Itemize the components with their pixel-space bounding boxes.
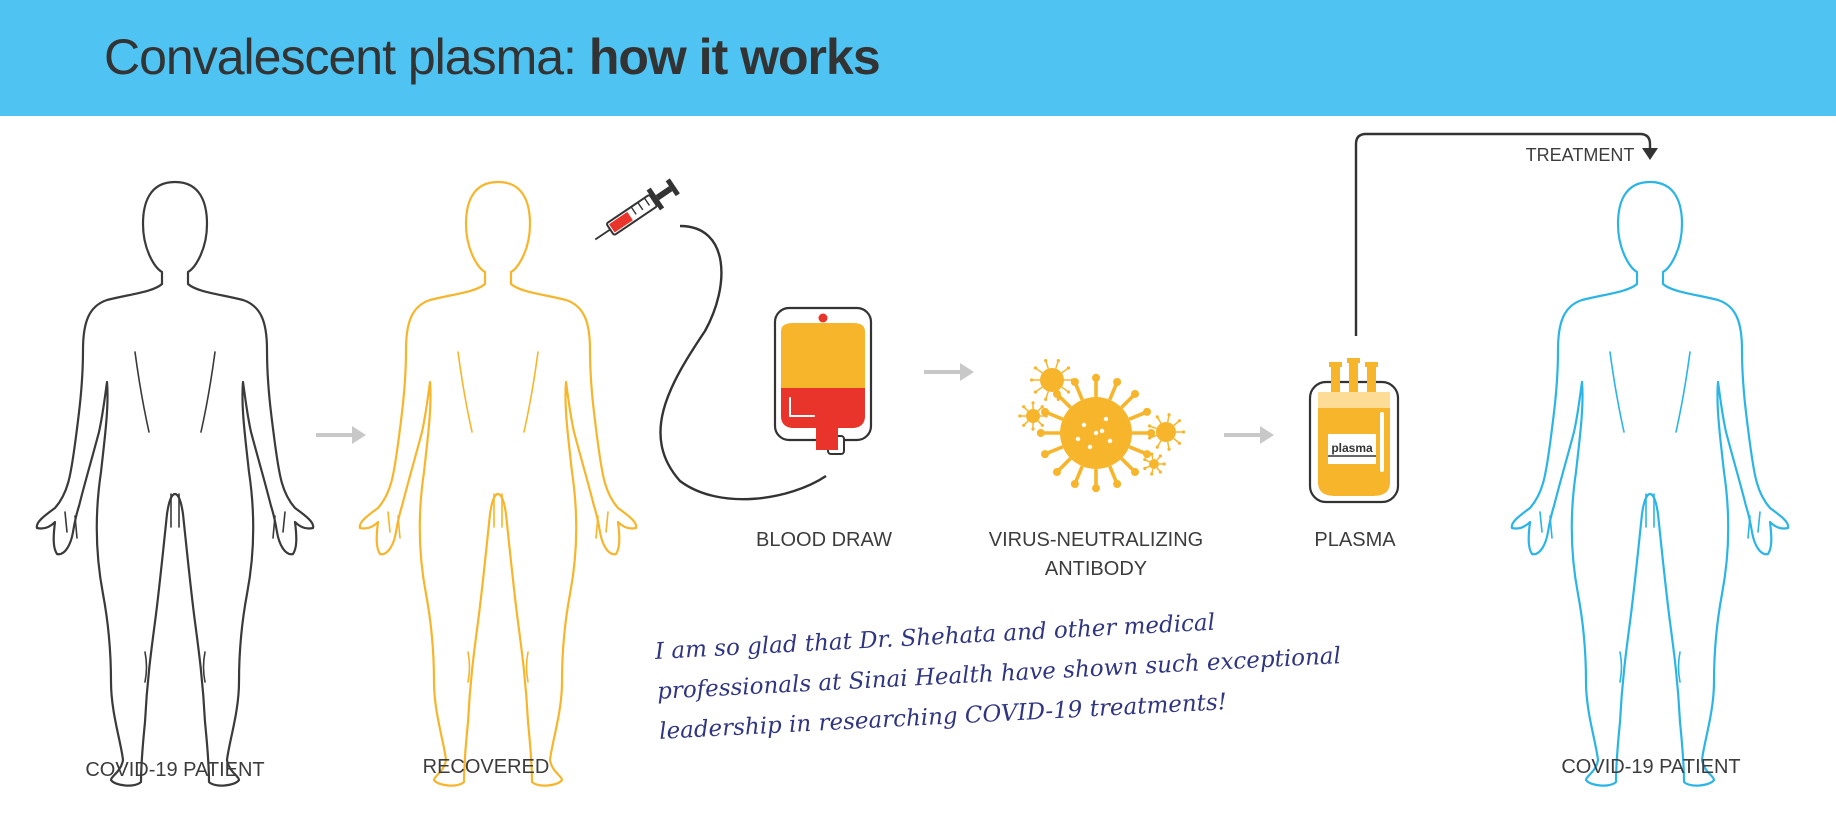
human-outline-icon <box>35 180 315 787</box>
label-blood-draw: BLOOD DRAW <box>756 529 892 551</box>
virus-body <box>1026 409 1040 423</box>
sick-patient-figure <box>35 180 315 787</box>
virus-spike-tip <box>1031 427 1035 431</box>
label-plasma: PLASMA <box>1314 529 1396 551</box>
plasma-bag-label: plasma <box>1331 441 1373 455</box>
virus-spike-tip <box>1018 414 1022 418</box>
page-title: Convalescent plasma: how it works <box>104 28 881 86</box>
title-light: Convalescent plasma: <box>104 29 589 85</box>
virus-spike-tip <box>1143 466 1147 471</box>
recovered-figure <box>358 180 638 787</box>
virus-spike-tip <box>1158 470 1162 474</box>
blood-tube <box>659 224 827 501</box>
title-banner: Convalescent plasma: how it works <box>0 0 1836 116</box>
virus-spike-tip <box>1147 436 1152 440</box>
virus-spike-tip <box>1181 430 1186 434</box>
virus-spike-tip <box>1155 415 1159 419</box>
virus-spike-tip <box>1056 358 1060 363</box>
virus-spike-tip <box>1022 423 1026 427</box>
title-bold: how it works <box>588 29 881 85</box>
treated-patient-figure <box>1510 180 1790 787</box>
virus-icon <box>1018 358 1186 493</box>
virus-spike-tip <box>1158 454 1162 458</box>
virus-body <box>1156 422 1176 442</box>
virus-spike-tip <box>1113 378 1122 387</box>
label-antibody-line1: VIRUS-NEUTRALIZING <box>988 529 1204 551</box>
virus-spike-tip <box>1066 366 1071 370</box>
virus-spike-tip <box>1041 450 1050 459</box>
human-outline-icon <box>358 180 638 787</box>
virus-spike-tip <box>1070 479 1079 488</box>
step-arrows <box>316 363 1274 444</box>
virus-spike-tip <box>1142 407 1151 416</box>
virus-spike-tip <box>1036 429 1045 437</box>
virus-body <box>1149 459 1159 469</box>
process-diagram: plasma <box>35 132 1790 787</box>
virus-spike-tip <box>1070 378 1074 382</box>
virus-spike-tip <box>1167 413 1171 417</box>
virus-dot <box>1075 436 1081 442</box>
virus-spike-tip <box>1022 405 1026 409</box>
virus-dot <box>1087 444 1093 450</box>
label-treated-patient: COVID-19 PATIENT <box>1561 756 1741 778</box>
label-treatment: TREATMENT <box>1525 145 1635 165</box>
virus-spike-tip <box>1066 390 1071 394</box>
virus-spike-tip <box>1040 405 1044 409</box>
virus-spike-tip <box>1033 366 1038 370</box>
virus-spike-tip <box>1150 472 1154 476</box>
virus-spike-tip <box>1030 378 1034 382</box>
virus-spike-tip <box>1142 450 1151 459</box>
virus-dot <box>1107 438 1113 444</box>
human-outline-icon <box>1510 180 1790 787</box>
virus-spike-tip <box>1040 423 1044 427</box>
virus-spike-tip <box>1155 445 1159 449</box>
virus-spike-tip <box>1167 447 1171 451</box>
virus-spike-tip <box>1150 452 1154 456</box>
arrow-right-icon <box>924 363 974 381</box>
virus-dot <box>1081 422 1087 428</box>
virus-body <box>1040 368 1064 392</box>
virus-spike-tip <box>1044 358 1048 363</box>
plasma-bag-icon: plasma <box>1308 358 1400 504</box>
virus-spike-tip <box>1147 429 1156 437</box>
virus-spike-tip <box>1113 479 1122 488</box>
arrow-down-icon <box>1642 148 1658 160</box>
virus-spike-tip <box>1052 468 1061 477</box>
virus-spike-tip <box>1044 414 1048 418</box>
arrow-right-icon <box>316 426 366 444</box>
label-antibody: VIRUS-NEUTRALIZING ANTIBODY <box>989 526 1203 584</box>
blood-bag-icon <box>773 306 873 455</box>
virus-spike-tip <box>1031 401 1035 405</box>
virus-spike-tip <box>1177 419 1182 423</box>
virus-spike-tip <box>1131 468 1140 477</box>
virus-spike-tip <box>1162 462 1166 466</box>
virus-dot <box>1103 416 1109 422</box>
virus-spike-tip <box>1056 397 1060 402</box>
virus-spike-tip <box>1143 457 1147 462</box>
virus-spike-tip <box>1147 424 1152 428</box>
virus-dot <box>1093 430 1099 436</box>
virus-spike-tip <box>1131 389 1140 398</box>
label-sick-patient: COVID-19 PATIENT <box>85 759 265 781</box>
label-antibody-line2: ANTIBODY <box>1044 558 1148 580</box>
virus-spike-tip <box>1177 441 1182 445</box>
virus-spike-tip <box>1041 407 1050 416</box>
virus-spike-tip <box>1092 484 1100 493</box>
virus-spike-tip <box>1033 390 1038 394</box>
arrow-right-icon <box>1224 426 1274 444</box>
virus-spike-tip <box>1092 373 1100 382</box>
syringe-icon <box>594 178 680 241</box>
virus-spike-tip <box>1044 397 1048 402</box>
virus-dot <box>1099 428 1105 434</box>
treatment-arrow <box>1354 132 1652 336</box>
label-recovered: RECOVERED <box>422 756 550 778</box>
